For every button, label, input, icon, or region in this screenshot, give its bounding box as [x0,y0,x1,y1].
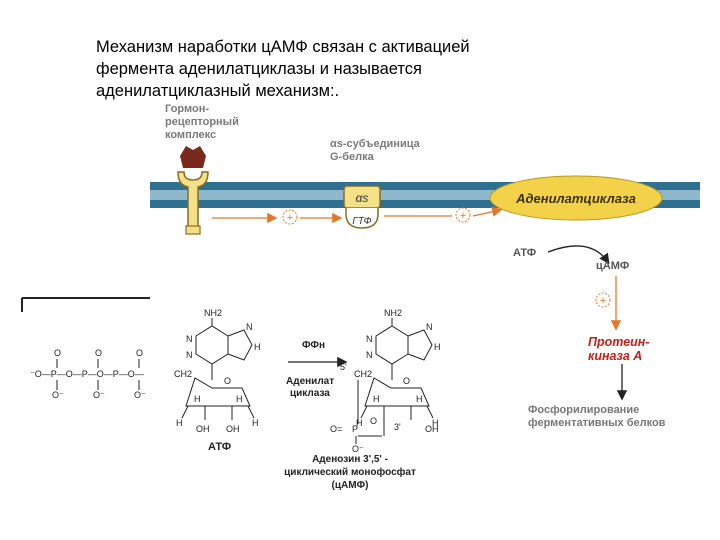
svg-text:O: O [95,348,102,358]
gs-subunit-label: αs-субъединица G-белка [330,138,421,163]
camp-to-kinase: + [595,276,622,331]
kinase-line-1: Протеин- [588,335,650,349]
svg-text:H: H [434,342,441,352]
receptor [177,171,209,235]
svg-text:3': 3' [394,422,401,432]
plus-icon [282,209,298,225]
adenylate-cyclase-label: Аденилатциклаза [515,191,636,206]
gs-label-line-2: G-белка [330,151,375,163]
enzyme-label-line-1: Аденилат [286,376,334,387]
receptor-label-line-2: рецепторный [165,116,239,128]
camp-caption-line-1: Аденозин 3',5' - [312,454,388,465]
atp-oh-1: OH [196,424,210,434]
svg-text:⁻O—P—O—P—O—P—O—: ⁻O—P—O—P—O—P—O— [30,369,144,379]
plus-icon [455,207,471,223]
cyclase-reaction-arrow: ФФн Аденилат циклаза [286,340,348,399]
heading-line-1: Механизм наработки цАМФ связан с активац… [96,38,470,56]
camp-ch2-label: CH2 [354,369,372,379]
svg-text:H: H [416,394,423,404]
phosphorylation-line-1: Фосфорилирование [528,404,639,416]
svg-text:O: O [224,376,231,386]
svg-text:N: N [246,322,253,332]
svg-text:H: H [373,394,380,404]
svg-text:N: N [426,322,433,332]
camp-oh-label: OH [425,424,439,434]
camp-structure: CH2 O H H H H OH P O= O⁻ O 5' 3' NH2 N N… [330,308,441,454]
svg-text:H: H [236,394,243,404]
hormone-molecule [180,146,206,168]
plus-sign-1: + [287,212,293,224]
svg-text:O: O [136,348,143,358]
plus-icon [595,292,611,308]
svg-text:5': 5' [340,362,347,372]
svg-text:N: N [186,350,193,360]
plus-sign-3: + [600,295,606,307]
kinase-line-2: киназа А [588,349,642,363]
atp-ch2-label: CH2 [174,369,192,379]
protein-kinase-a: Протеин- киназа А [588,335,650,363]
ppi-label: ФФн [302,340,325,351]
heading-line-3: аденилатциклазный механизм:. [96,82,340,100]
activation-arrows: + + [212,206,503,225]
svg-text:O⁻: O⁻ [52,390,64,400]
camp-caption: Аденозин 3',5' - циклический монофосфат … [284,454,416,491]
svg-text:H: H [252,418,259,428]
svg-text:O⁻: O⁻ [93,390,105,400]
svg-text:H: H [176,418,183,428]
adenylate-cyclase: Аденилатциклаза [489,175,663,221]
receptor-label-line-3: комплекс [165,129,216,141]
plus-sign-2: + [460,210,466,222]
svg-text:H: H [194,394,201,404]
svg-text:O⁻: O⁻ [352,444,364,454]
atp-oh-2: OH [226,424,240,434]
svg-text:H: H [356,418,363,428]
heading-line-2: фермента аденилатциклазы и называется [96,60,422,78]
svg-text:O=: O= [330,424,342,434]
phosphorylation-label: Фосфорилирование ферментативных белков [528,404,666,429]
receptor-label-line-1: Гормон- [165,103,209,115]
camp-nh2-label: NH2 [384,308,402,318]
atp-caption: АТФ [208,441,231,453]
svg-text:H: H [254,342,261,352]
atp-label: АТФ [513,247,536,259]
svg-text:N: N [366,334,373,344]
gtp-label: ГТФ [352,216,371,227]
svg-text:H: H [432,418,439,428]
atp-structure: ⁻O—P—O—P—O—P—O— O O O O⁻ O⁻ O⁻ CH2 O H H… [30,308,261,434]
alpha-s-label: αs [356,191,369,205]
page-heading: Механизм наработки цАМФ связан с активац… [96,36,656,102]
gs-label-line-1: αs-субъединица [330,138,421,150]
svg-text:N: N [186,334,193,344]
atp-to-camp: АТФ цАМФ [513,245,629,272]
camp-label: цАМФ [596,260,629,272]
atp-nh2-label: NH2 [204,308,222,318]
receptor-label: Гормон- рецепторный комплекс [165,103,239,141]
camp-caption-line-2: циклический монофосфат [284,466,416,478]
gs-protein: αs ГТФ [343,185,381,229]
cell-membrane [150,182,700,208]
svg-text:N: N [366,350,373,360]
svg-text:P: P [352,424,358,434]
svg-text:O⁻: O⁻ [134,390,146,400]
camp-caption-line-3: (цАМФ) [332,480,369,491]
phosphorylation-line-2: ферментативных белков [528,417,666,429]
svg-text:O: O [54,348,61,358]
svg-text:O: O [403,376,410,386]
enzyme-label-line-2: циклаза [290,388,330,399]
svg-text:O: O [370,416,377,426]
